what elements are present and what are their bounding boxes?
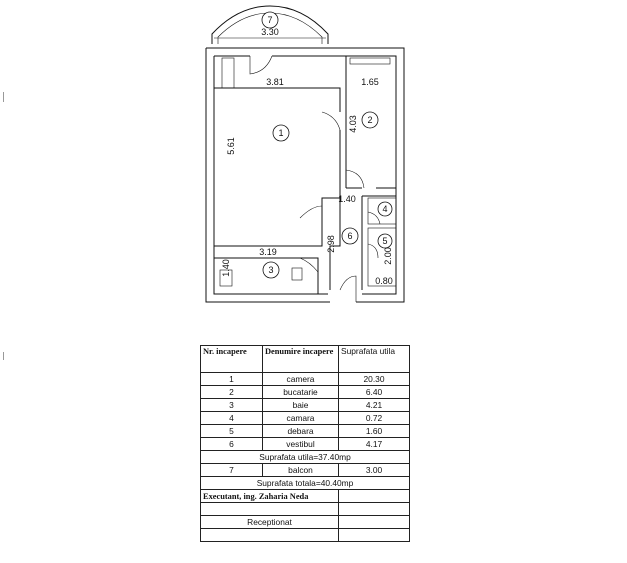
room-marker-2 bbox=[361, 111, 379, 129]
row-number: 1 bbox=[200, 372, 263, 386]
room-number-2: 2 bbox=[367, 115, 372, 125]
blank-cell bbox=[338, 502, 410, 516]
door-arc-pantry bbox=[367, 211, 381, 225]
door-arc-closet bbox=[367, 243, 379, 259]
row-name: debara bbox=[262, 424, 339, 438]
row-number: 2 bbox=[200, 385, 263, 399]
executant-row: Executant, ing. Zaharia Neda bbox=[200, 489, 410, 503]
row-area: 3.00 bbox=[338, 463, 410, 477]
room-number-3: 3 bbox=[268, 265, 273, 275]
row-number: 6 bbox=[200, 437, 263, 451]
door-arc-bath bbox=[299, 257, 319, 273]
grand-total-row: Suprafata totala=40.40mp bbox=[200, 476, 410, 490]
inner-outer-wall bbox=[213, 55, 397, 295]
room-marker-1 bbox=[272, 124, 290, 142]
row-number: 4 bbox=[200, 411, 263, 425]
row-number: 5 bbox=[200, 424, 263, 438]
useful-total-row: Suprafata utila=37.40mp bbox=[200, 450, 410, 464]
dim-closet-width: 0.80 bbox=[375, 276, 393, 286]
vestibule-wall bbox=[329, 195, 396, 290]
window-left bbox=[221, 57, 235, 89]
blank-cell bbox=[338, 528, 410, 542]
scan-mark bbox=[3, 352, 4, 360]
row-name: camera bbox=[262, 372, 339, 386]
balcony-outline bbox=[211, 5, 329, 44]
row-number: 7 bbox=[200, 463, 263, 477]
door-arc-balcony bbox=[249, 55, 273, 75]
table-header-row: Nr. incapere Denumire incapere Suprafata… bbox=[200, 345, 410, 373]
dim-bath-width: 3.19 bbox=[259, 247, 277, 257]
receptionat-label: Receptionat bbox=[200, 515, 339, 529]
door-arc-entrance bbox=[339, 275, 357, 302]
room-number-6: 6 bbox=[347, 231, 352, 241]
row-area: 0.72 bbox=[338, 411, 410, 425]
room-marker-6 bbox=[341, 227, 359, 245]
door-arc-room1 bbox=[321, 111, 341, 131]
blank-row bbox=[200, 528, 410, 542]
row-name: baie bbox=[262, 398, 339, 412]
executant-label: Executant, ing. Zaharia Neda bbox=[200, 489, 339, 503]
sink-fixture bbox=[291, 267, 303, 281]
dim-room1-length: 5.61 bbox=[226, 137, 236, 155]
door-arc-kitchen bbox=[345, 169, 365, 189]
grand-total: Suprafata totala=40.40mp bbox=[200, 476, 410, 490]
room-marker-7 bbox=[261, 11, 279, 29]
table-row: 6 vestibul 4.17 bbox=[200, 437, 410, 451]
row-name: camara bbox=[262, 411, 339, 425]
bath-fixture bbox=[219, 269, 233, 287]
room-number-4: 4 bbox=[382, 204, 387, 214]
room-area-table: Nr. incapere Denumire incapere Suprafata… bbox=[200, 345, 410, 542]
executant-signature bbox=[338, 489, 410, 503]
blank-row bbox=[200, 502, 410, 516]
bath-wall bbox=[214, 257, 319, 294]
row-area: 4.17 bbox=[338, 437, 410, 451]
receptionat-signature bbox=[338, 515, 410, 529]
pantry-outline bbox=[367, 197, 397, 225]
blank-cell bbox=[200, 528, 339, 542]
receptionat-row: Receptionat bbox=[200, 515, 410, 529]
dim-corridor-width: 1.40 bbox=[338, 194, 356, 204]
door-arc-vestibule bbox=[299, 205, 323, 219]
dim-bath-length: 1.40 bbox=[221, 259, 231, 277]
kitchen-wall bbox=[345, 56, 396, 189]
blank-cell bbox=[200, 502, 339, 516]
room-number-1: 1 bbox=[278, 128, 283, 138]
row-number: 3 bbox=[200, 398, 263, 412]
room-marker-3 bbox=[262, 261, 280, 279]
row-area: 1.60 bbox=[338, 424, 410, 438]
room-marker-4 bbox=[377, 201, 393, 217]
header-room-name: Denumire incapere bbox=[262, 345, 339, 373]
row-name: vestibul bbox=[262, 437, 339, 451]
room1-wall bbox=[214, 87, 341, 247]
room-number-5: 5 bbox=[382, 236, 387, 246]
window-kitchen bbox=[349, 57, 391, 65]
table-row: 7 balcon 3.00 bbox=[200, 463, 410, 477]
table-row: 5 debara 1.60 bbox=[200, 424, 410, 438]
dim-kitchen-width: 1.65 bbox=[361, 77, 379, 87]
dim-room1-width: 3.81 bbox=[266, 77, 284, 87]
dim-closet-length: 2.00 bbox=[383, 247, 393, 265]
header-useful-area: Suprafata utila bbox=[338, 345, 410, 373]
table-row: 4 camara 0.72 bbox=[200, 411, 410, 425]
table-row: 1 camera 20.30 bbox=[200, 372, 410, 386]
row-name: balcon bbox=[262, 463, 339, 477]
dim-kitchen-length: 4.03 bbox=[348, 115, 358, 133]
outer-wall bbox=[205, 47, 405, 303]
table-row: 3 baie 4.21 bbox=[200, 398, 410, 412]
table-row: 2 bucatarie 6.40 bbox=[200, 385, 410, 399]
row-name: bucatarie bbox=[262, 385, 339, 399]
room-number-7: 7 bbox=[267, 15, 272, 25]
row-area: 20.30 bbox=[338, 372, 410, 386]
dim-vestibule-length: 2.98 bbox=[326, 235, 336, 253]
room-marker-5 bbox=[377, 233, 393, 249]
row-area: 4.21 bbox=[338, 398, 410, 412]
header-room-number: Nr. incapere bbox=[200, 345, 263, 373]
floor-plan: 7 1 2 3 4 5 6 3.30 3.81 1.65 5.61 4.03 1… bbox=[205, 5, 405, 303]
closet-outline bbox=[367, 227, 397, 287]
row-area: 6.40 bbox=[338, 385, 410, 399]
scan-mark bbox=[3, 92, 4, 102]
useful-total: Suprafata utila=37.40mp bbox=[200, 450, 410, 464]
dim-balcony-width: 3.30 bbox=[261, 27, 279, 37]
